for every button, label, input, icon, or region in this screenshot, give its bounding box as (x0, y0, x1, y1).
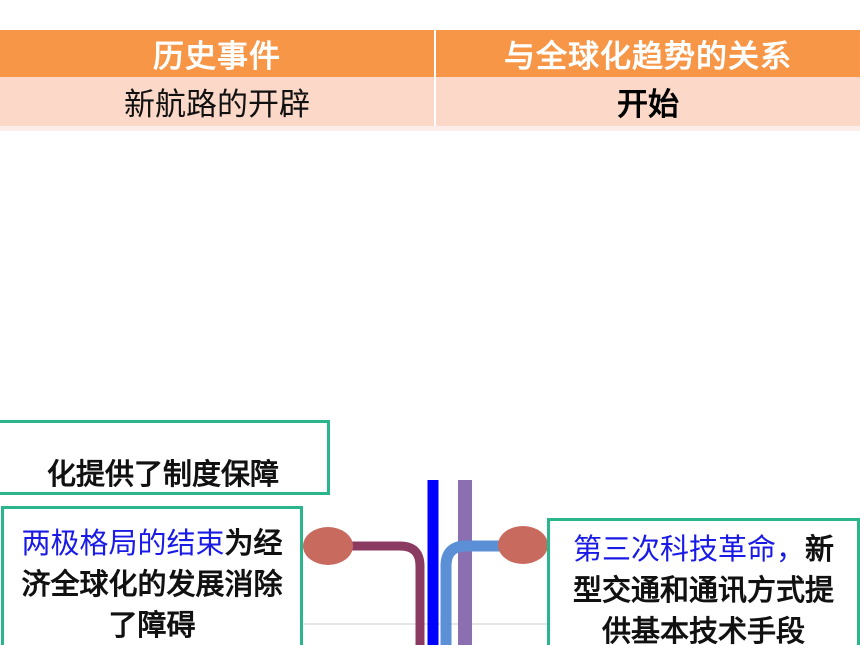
left-box-line2: 济全球化的发展消除 (21, 567, 283, 601)
top-partial-text: 化提供了制度保障 (46, 457, 279, 491)
left-box-line1-rest: 为经 (224, 526, 283, 560)
left-box-line3: 了障碍 (108, 608, 196, 642)
right-box: 第三次科技革命，新 型交通和通讯方式提 供基本技术手段 (547, 518, 860, 645)
left-connector (328, 541, 425, 645)
table-row: 新航路的开辟 开始 (0, 77, 860, 126)
table-next-row-edge (0, 126, 860, 131)
header-event: 历史事件 (0, 30, 436, 77)
top-partial-box: 化提供了制度保障 (0, 420, 330, 495)
right-connector (440, 540, 522, 645)
left-box-highlight: 两极格局的结束 (21, 526, 225, 560)
left-node (303, 527, 353, 565)
right-box-line3: 供基本技术手段 (601, 614, 805, 645)
left-box: 两极格局的结束为经 济全球化的发展消除 了障碍 (1, 506, 303, 645)
events-table: 历史事件 与全球化趋势的关系 新航路的开辟 开始 (0, 30, 860, 131)
header-relation: 与全球化趋势的关系 (504, 39, 792, 75)
left-box-line1: 两极格局的结束为经 (4, 523, 300, 564)
right-box-highlight: 第三次科技革命， (572, 532, 805, 566)
row-relation: 开始 (617, 87, 679, 123)
row-event: 新航路的开辟 (0, 77, 436, 126)
right-node (498, 526, 548, 564)
table-header-row: 历史事件 与全球化趋势的关系 (0, 30, 860, 77)
right-box-line1-rest: 新 (805, 532, 835, 566)
right-box-line2: 型交通和通讯方式提 (572, 573, 834, 607)
right-box-line1: 第三次科技革命，新 (550, 529, 857, 570)
